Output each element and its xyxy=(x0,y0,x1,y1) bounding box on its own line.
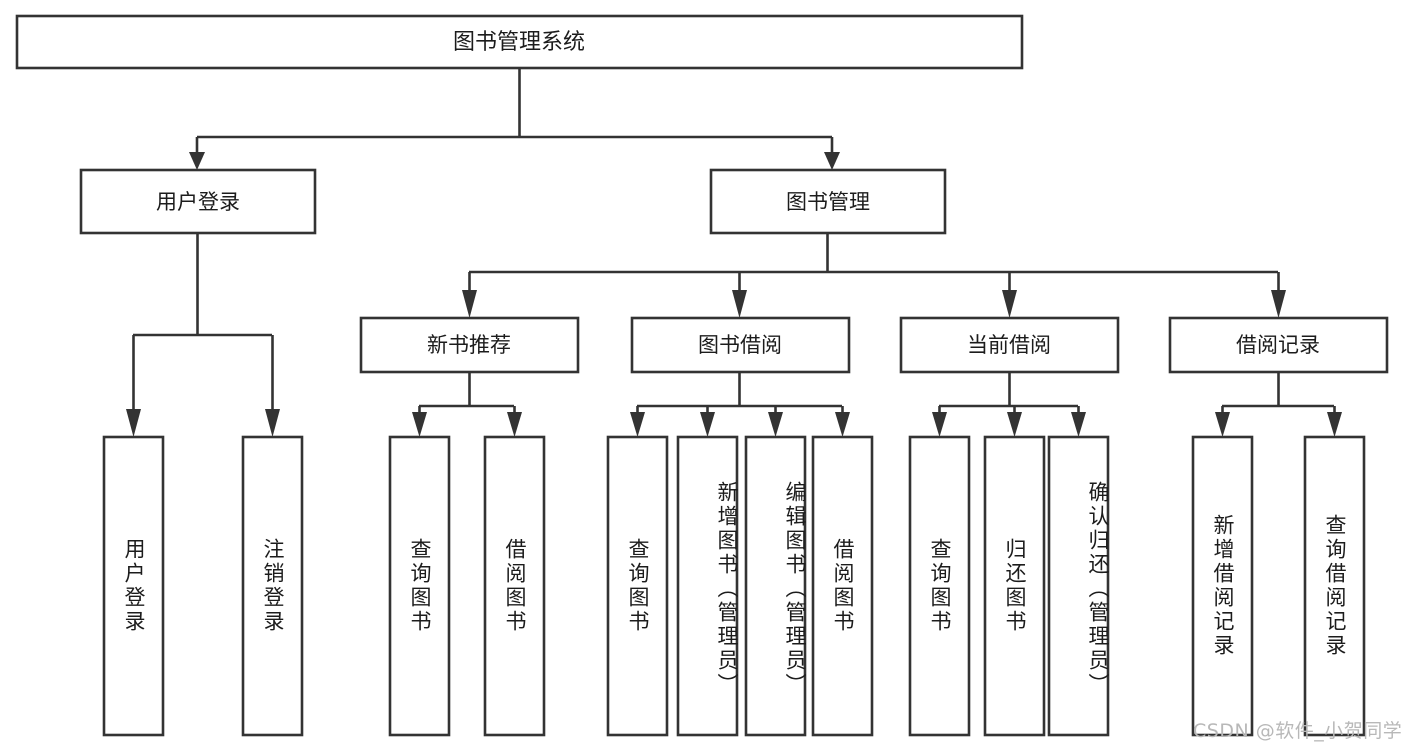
node-book-borrow[interactable] xyxy=(630,316,851,374)
arrow-head-leaf-query-book-1 xyxy=(412,412,427,437)
node-leaf-add-book[interactable] xyxy=(676,435,739,737)
arrow-head-leaf-add-book xyxy=(700,412,715,437)
arrow-head-leaf-borrow-book-2 xyxy=(835,412,850,437)
node-book-manage[interactable] xyxy=(709,168,947,235)
csdn-watermark: CSDN @软件_小贺同学 xyxy=(1193,720,1403,742)
node-user-login[interactable] xyxy=(79,168,317,235)
node-book-borrow-label: 图书借阅 xyxy=(698,333,782,357)
arrow-head-borrow-record xyxy=(1271,290,1286,318)
node-leaf-edit-book[interactable] xyxy=(744,435,807,737)
node-leaf-query-record[interactable] xyxy=(1303,435,1366,737)
arrow-head-leaf-edit-book xyxy=(768,412,783,437)
arrow-head-user-login xyxy=(189,152,205,170)
arrow-head-book-borrow xyxy=(732,290,747,318)
node-new-book-rec[interactable] xyxy=(359,316,580,374)
node-leaf-return-book[interactable] xyxy=(983,435,1046,737)
node-leaf-add-record[interactable] xyxy=(1191,435,1254,737)
node-root[interactable] xyxy=(15,14,1024,70)
arrow-head-leaf-return-book xyxy=(1007,412,1022,437)
arrow-head-leaf-query-record xyxy=(1327,412,1342,437)
node-leaf-logout[interactable] xyxy=(241,435,304,737)
arrow-head-leaf-logout xyxy=(265,409,280,437)
connector-group xyxy=(126,68,1342,437)
arrow-head-leaf-add-record xyxy=(1215,412,1230,437)
node-user-login-label: 用户登录 xyxy=(156,190,240,214)
arrow-head-leaf-query-book-3 xyxy=(932,412,947,437)
arrow-head-leaf-borrow-book-1 xyxy=(507,412,522,437)
arrow-head-leaf-confirm-return xyxy=(1071,412,1086,437)
node-leaf-query-book-1[interactable] xyxy=(388,435,451,737)
node-current-borrow[interactable] xyxy=(899,316,1120,374)
node-leaf-query-book-2[interactable] xyxy=(606,435,669,737)
arrow-head-current-borrow xyxy=(1002,290,1017,318)
node-new-book-rec-label: 新书推荐 xyxy=(427,333,511,357)
node-borrow-record[interactable] xyxy=(1168,316,1389,374)
arrow-head-new-book-rec xyxy=(462,290,477,318)
node-leaf-user-login[interactable] xyxy=(102,435,165,737)
node-leaf-confirm-return[interactable] xyxy=(1047,435,1110,737)
node-book-manage-label: 图书管理 xyxy=(786,190,870,214)
arrow-head-leaf-query-book-2 xyxy=(630,412,645,437)
node-borrow-record-label: 借阅记录 xyxy=(1236,333,1320,357)
arrow-head-leaf-user-login xyxy=(126,409,141,437)
node-current-borrow-label: 当前借阅 xyxy=(967,333,1051,357)
node-leaf-borrow-book-1[interactable] xyxy=(483,435,546,737)
node-leaf-borrow-book-2[interactable] xyxy=(811,435,874,737)
arrow-head-book-manage xyxy=(824,152,840,170)
node-root-label: 图书管理系统 xyxy=(453,30,585,55)
node-leaf-query-book-3[interactable] xyxy=(908,435,971,737)
